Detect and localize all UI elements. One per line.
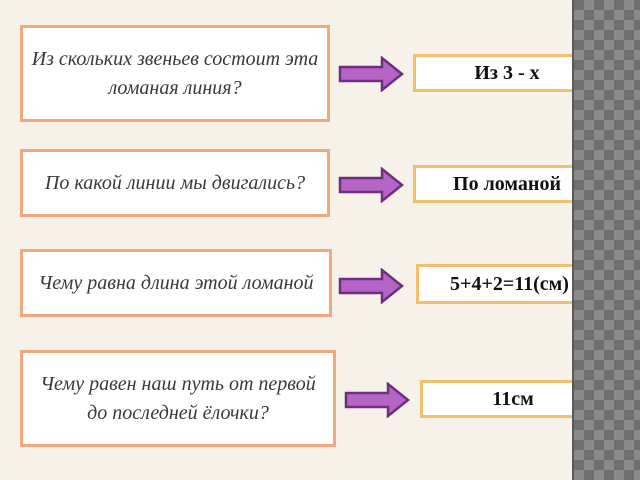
question-box-4: Чему равен наш путь от первой до последн… (20, 350, 336, 447)
checkered-side-strip (572, 0, 640, 480)
right-arrow-icon (338, 56, 404, 92)
question-text-3: Чему равна длина этой ломаной (38, 271, 314, 294)
right-arrow-icon (344, 382, 410, 418)
question-text-2: По какой линии мы двигались? (44, 171, 306, 194)
question-text-4: Чему равен наш путь от первой до последн… (40, 372, 316, 424)
question-text-1: Из скольких звеньев состоит эта ломаная … (31, 47, 319, 99)
slide-canvas: Из скольких звеньев состоит эта ломаная … (20, 25, 606, 447)
right-arrow-icon (338, 268, 404, 304)
answer-box-3: 5+4+2=11(см) (416, 264, 603, 304)
answer-text-3: 5+4+2=11(см) (450, 272, 569, 295)
question-box-2: По какой линии мы двигались? (20, 149, 330, 217)
answer-text-4: 11см (492, 387, 534, 410)
answer-box-2: По ломаной (413, 165, 601, 203)
question-box-1: Из скольких звеньев состоит эта ломаная … (20, 25, 330, 122)
right-arrow-icon (338, 167, 404, 203)
answer-text-2: По ломаной (453, 172, 561, 195)
answer-text-1: Из 3 - х (474, 61, 540, 84)
answer-box-1: Из 3 - х (413, 54, 601, 92)
question-box-3: Чему равна длина этой ломаной (20, 249, 332, 317)
